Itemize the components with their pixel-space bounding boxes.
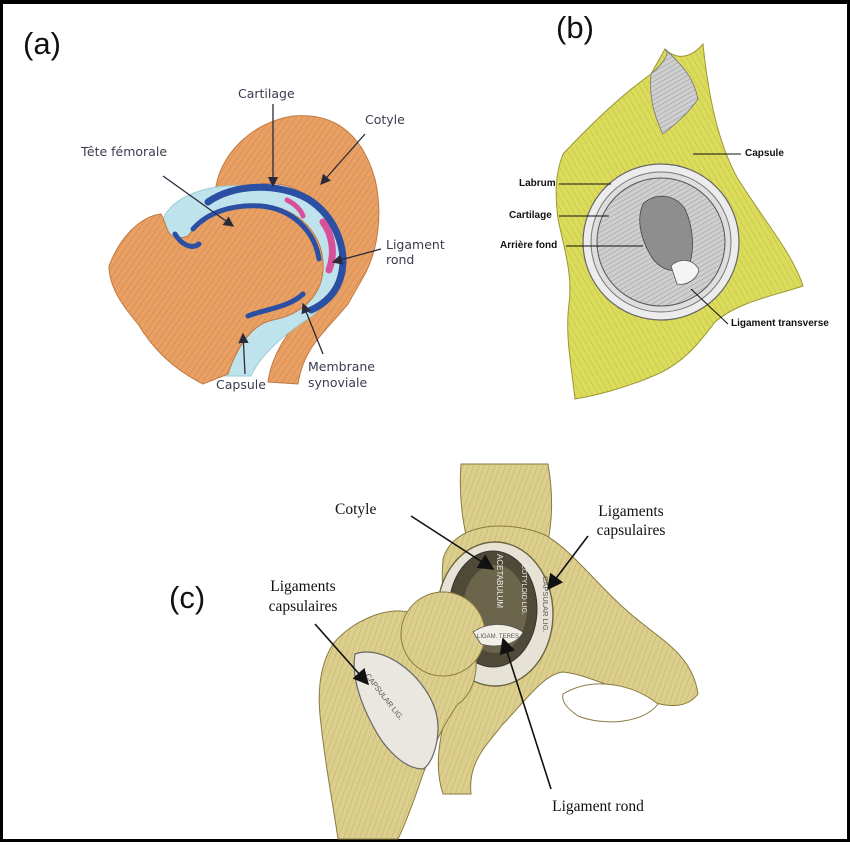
label-ligaments-left-1: Ligaments — [263, 578, 343, 596]
label-tete-femorale: Tête fémorale — [81, 144, 167, 159]
engraved-lig-teres: LIGAM. TERES — [477, 634, 519, 640]
label-ligament-rond-2: rond — [386, 252, 414, 267]
label-capsule: Capsule — [216, 377, 266, 392]
engraved-acetabulum: ACETABULUM — [495, 554, 504, 608]
label-cartilage: Cartilage — [238, 86, 295, 101]
label-ligament-rond-c: Ligament rond — [533, 798, 663, 816]
label-cotyle: Cotyle — [365, 112, 405, 127]
panel-b-illustration — [556, 44, 803, 399]
label-ligament-rond-1: Ligament — [386, 237, 445, 252]
label-membrane-1: Membrane — [308, 359, 375, 374]
label-cotyle-c: Cotyle — [335, 501, 376, 519]
panel-a-letter: (a) — [23, 26, 61, 62]
label-labrum: Labrum — [519, 178, 556, 189]
label-capsule-b: Capsule — [745, 148, 784, 159]
label-arriere-fond: Arrière fond — [500, 240, 557, 251]
label-ligament-transverse: Ligament transverse — [731, 318, 829, 329]
engraved-capsular-right: CAPSULAR LIG. — [541, 576, 550, 633]
label-ligaments-left-2: capsulaires — [257, 598, 349, 616]
label-ligaments-right-2: capsulaires — [585, 522, 677, 540]
panel-b-letter: (b) — [556, 10, 594, 46]
label-membrane-2: synoviale — [308, 375, 367, 390]
panel-c-letter: (c) — [169, 580, 205, 616]
figure-drawing: ACETABULUM COTYLOID LIG. CAPSULAR LIG. L… — [3, 4, 850, 846]
label-cartilage-b: Cartilage — [509, 210, 552, 221]
label-ligaments-right-1: Ligaments — [591, 503, 671, 521]
engraved-cotyloid: COTYLOID LIG. — [520, 564, 527, 615]
